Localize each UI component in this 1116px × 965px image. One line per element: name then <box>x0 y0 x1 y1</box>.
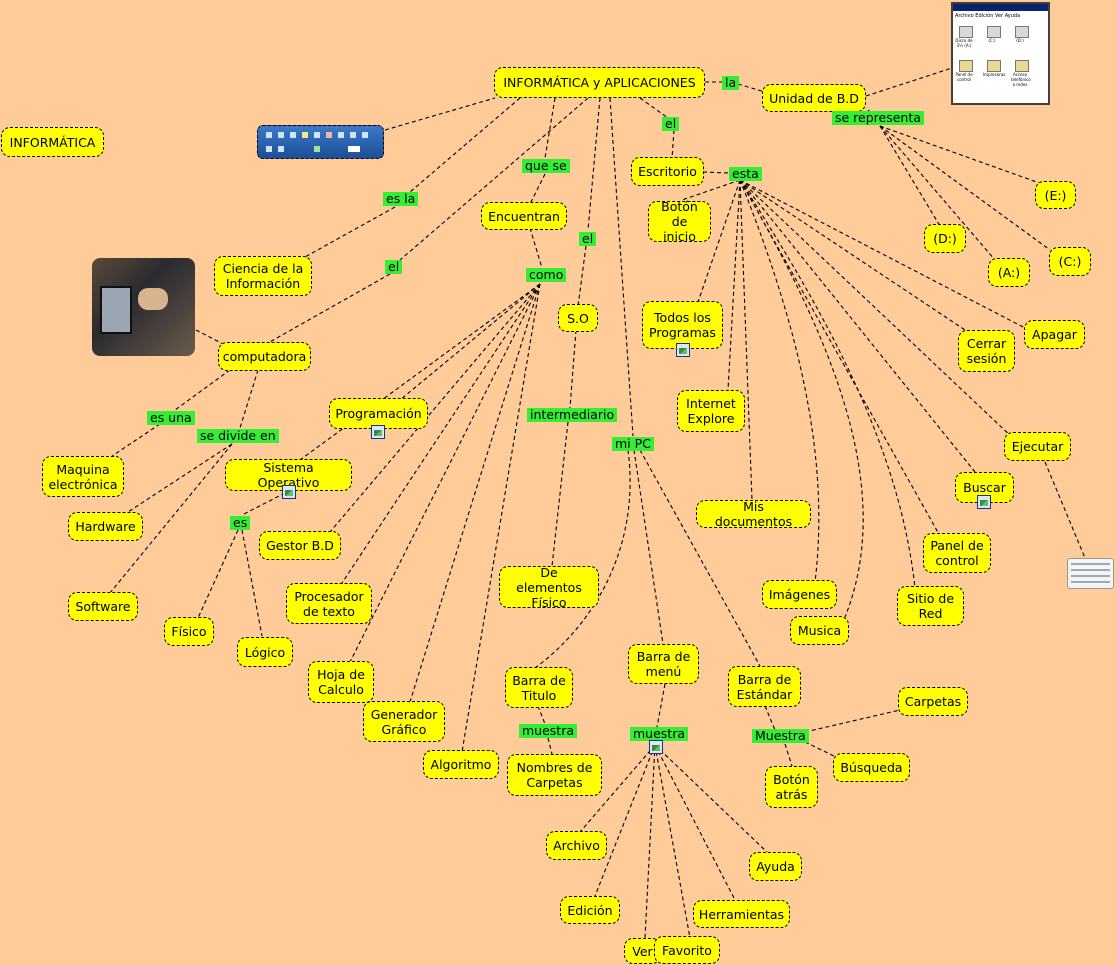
concept-todos-programas[interactable]: Todos los Programas <box>642 301 723 349</box>
concept-procesador-texto[interactable]: Procesador de texto <box>286 583 372 624</box>
concept-nombres-carpetas[interactable]: Nombres de Carpetas <box>507 754 602 796</box>
concept-archivo[interactable]: Archivo <box>546 831 607 860</box>
concept-informatica-aplicaciones[interactable]: INFORMÁTICA y APLICACIONES <box>494 67 705 98</box>
link-se-representa: se representa <box>832 111 924 125</box>
concept-hardware[interactable]: Hardware <box>68 512 143 541</box>
image-resource-icon[interactable] <box>676 343 690 357</box>
concept-computadora[interactable]: computadora <box>218 342 311 371</box>
concept-barra-titulo[interactable]: Barra de Titulo <box>505 667 573 708</box>
concept-so[interactable]: S.O <box>558 304 598 332</box>
concept-apagar[interactable]: Apagar <box>1024 320 1085 349</box>
link-la: la <box>722 76 740 90</box>
window-menu: Archivo Edición Ver Ayuda <box>955 13 1021 19</box>
concept-boton-inicio[interactable]: Botón de inicio <box>648 199 711 244</box>
link-es-la: es la <box>383 192 419 206</box>
computer-user-photo <box>92 258 195 356</box>
concept-mis-documentos[interactable]: Mis documentos <box>696 499 811 529</box>
link-muestra-menu: muestra <box>630 727 689 741</box>
link-que-se: que se <box>522 159 570 173</box>
taskbar-image <box>257 125 384 159</box>
concept-busqueda[interactable]: Búsqueda <box>833 753 910 782</box>
concept-ayuda[interactable]: Ayuda <box>749 852 802 881</box>
window-label: (C:) <box>988 38 996 43</box>
concept-sitio-red[interactable]: Sitio de Red <box>897 586 964 626</box>
window-label: Acceso telefónico a redes <box>1011 72 1031 87</box>
monitor-shape <box>100 286 132 334</box>
link-es-una: es una <box>147 411 195 425</box>
window-label: Disco de 3½ (A:) <box>955 38 973 48</box>
link-intermediario: intermediario <box>527 408 618 422</box>
link-el-computadora: el <box>385 260 403 274</box>
image-resource-icon[interactable] <box>977 495 991 509</box>
window-label: Panel de control <box>955 72 973 82</box>
concept-elementos-fisico[interactable]: De elementos Físico <box>499 565 599 610</box>
concept-escritorio[interactable]: Escritorio <box>631 157 704 186</box>
concept-unidad-bd[interactable]: Unidad de B.D <box>762 84 866 112</box>
concept-informatica[interactable]: INFORMÁTICA <box>1 127 104 157</box>
link-se-divide-en: se divide en <box>197 429 279 443</box>
link-como: como <box>526 268 567 282</box>
link-muestra-titulo: muestra <box>519 724 578 738</box>
concept-ejecutar[interactable]: Ejecutar <box>1004 432 1071 461</box>
hand-shape <box>138 288 168 310</box>
concept-edicion[interactable]: Edición <box>560 896 620 924</box>
window-label: (D:) <box>1016 38 1024 43</box>
concept-maquina-electronica[interactable]: Maquina electrónica <box>42 456 124 497</box>
concept-algoritmo[interactable]: Algoritmo <box>423 750 499 779</box>
window-label: Impresoras <box>983 72 1006 77</box>
link-el-so: el <box>579 232 597 246</box>
concept-drive-c[interactable]: (C:) <box>1049 247 1091 276</box>
concept-drive-a[interactable]: (A:) <box>988 258 1030 287</box>
concept-barra-menu[interactable]: Barra de menú <box>628 644 699 684</box>
link-muestra-estandar: Muestra <box>752 729 809 743</box>
concept-barra-estandar[interactable]: Barra de Estándar <box>728 666 801 707</box>
image-resource-icon[interactable] <box>282 485 296 499</box>
concept-drive-d[interactable]: (D:) <box>924 224 966 253</box>
my-computer-window-image: Archivo Edición Ver Ayuda Disco de 3½ (A… <box>951 2 1050 105</box>
concept-fisico[interactable]: Físico <box>164 617 214 646</box>
link-el-escritorio: el <box>662 117 680 131</box>
image-resource-icon[interactable] <box>371 425 385 439</box>
concept-programacion[interactable]: Programación <box>329 398 428 429</box>
concept-internet-explore[interactable]: Internet Explore <box>677 390 745 432</box>
link-esta: esta <box>729 167 762 181</box>
concept-generador-grafico[interactable]: Generador Gráfico <box>363 701 445 742</box>
concept-boton-atras[interactable]: Botón atrás <box>765 766 818 808</box>
window-thumbnail-image <box>1067 558 1114 589</box>
concept-software[interactable]: Software <box>68 592 138 621</box>
concept-gestor-bd[interactable]: Gestor B.D <box>259 531 341 560</box>
concept-drive-e[interactable]: (E:) <box>1035 181 1076 209</box>
concept-herramientas[interactable]: Herramientas <box>693 900 790 928</box>
concept-musica[interactable]: Musica <box>790 616 849 645</box>
concept-cerrar-sesion[interactable]: Cerrar sesión <box>958 330 1015 372</box>
concept-panel-control[interactable]: Panel de control <box>923 533 991 573</box>
concept-hoja-calculo[interactable]: Hoja de Calculo <box>308 661 374 703</box>
concept-ciencia-informacion[interactable]: Ciencia de la Información <box>214 256 312 296</box>
concept-imagenes[interactable]: Imágenes <box>762 580 837 609</box>
link-es: es <box>230 516 251 530</box>
concept-logico[interactable]: Lógico <box>237 637 293 667</box>
image-resource-icon[interactable] <box>649 740 663 754</box>
concept-favorito[interactable]: Favorito <box>654 936 720 964</box>
link-mi-pc: mi PC <box>612 437 654 451</box>
concept-encuentran[interactable]: Encuentran <box>481 202 567 230</box>
concept-carpetas[interactable]: Carpetas <box>898 687 968 716</box>
